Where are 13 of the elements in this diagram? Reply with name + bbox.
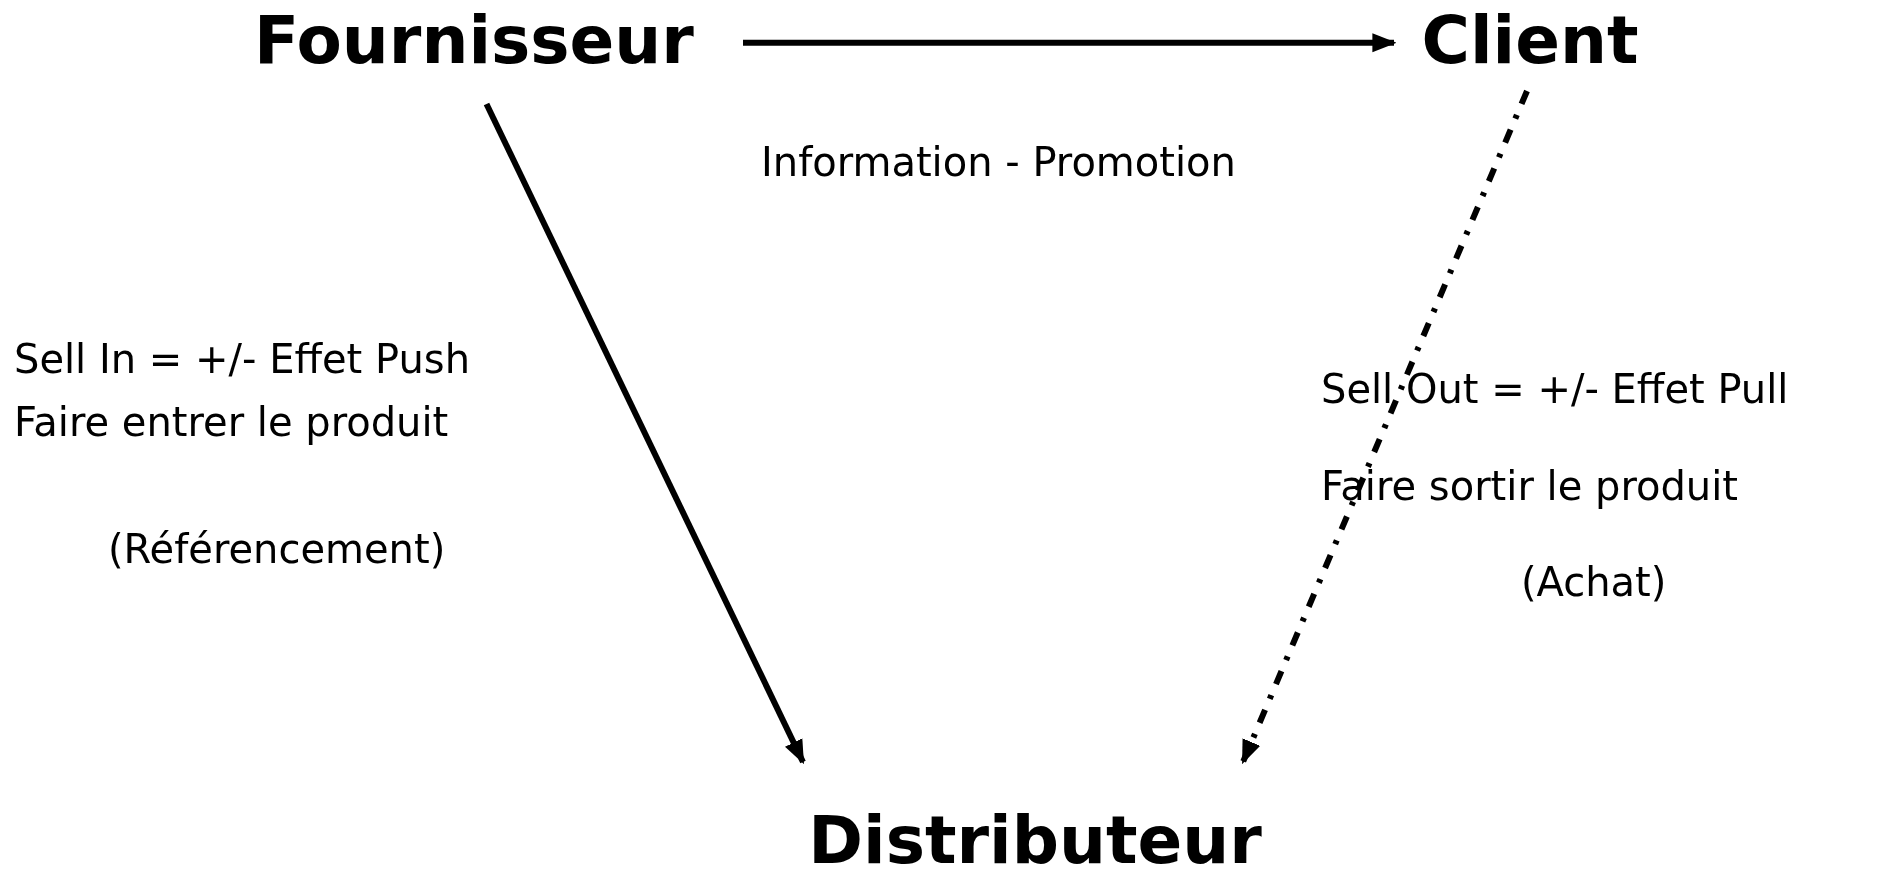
arrow bbox=[483, 102, 806, 765]
annotation-text: (Référencement) bbox=[108, 525, 446, 573]
annotation-text: Sell Out = +/- Effet Pull bbox=[1321, 365, 1789, 413]
annotation-text: (Achat) bbox=[1521, 558, 1667, 606]
annotation-text: Faire entrer le produit bbox=[14, 398, 449, 446]
arrow bbox=[743, 33, 1397, 53]
node-label: Fournisseur bbox=[254, 8, 694, 74]
annotation-text: Faire sortir le produit bbox=[1321, 462, 1738, 510]
node-label: Client bbox=[1421, 8, 1639, 74]
edge-label: Information - Promotion bbox=[761, 138, 1236, 186]
annotation-text: Sell In = +/- Effet Push bbox=[14, 335, 470, 383]
node-label: Distributeur bbox=[808, 808, 1262, 874]
arrow bbox=[1240, 89, 1530, 765]
